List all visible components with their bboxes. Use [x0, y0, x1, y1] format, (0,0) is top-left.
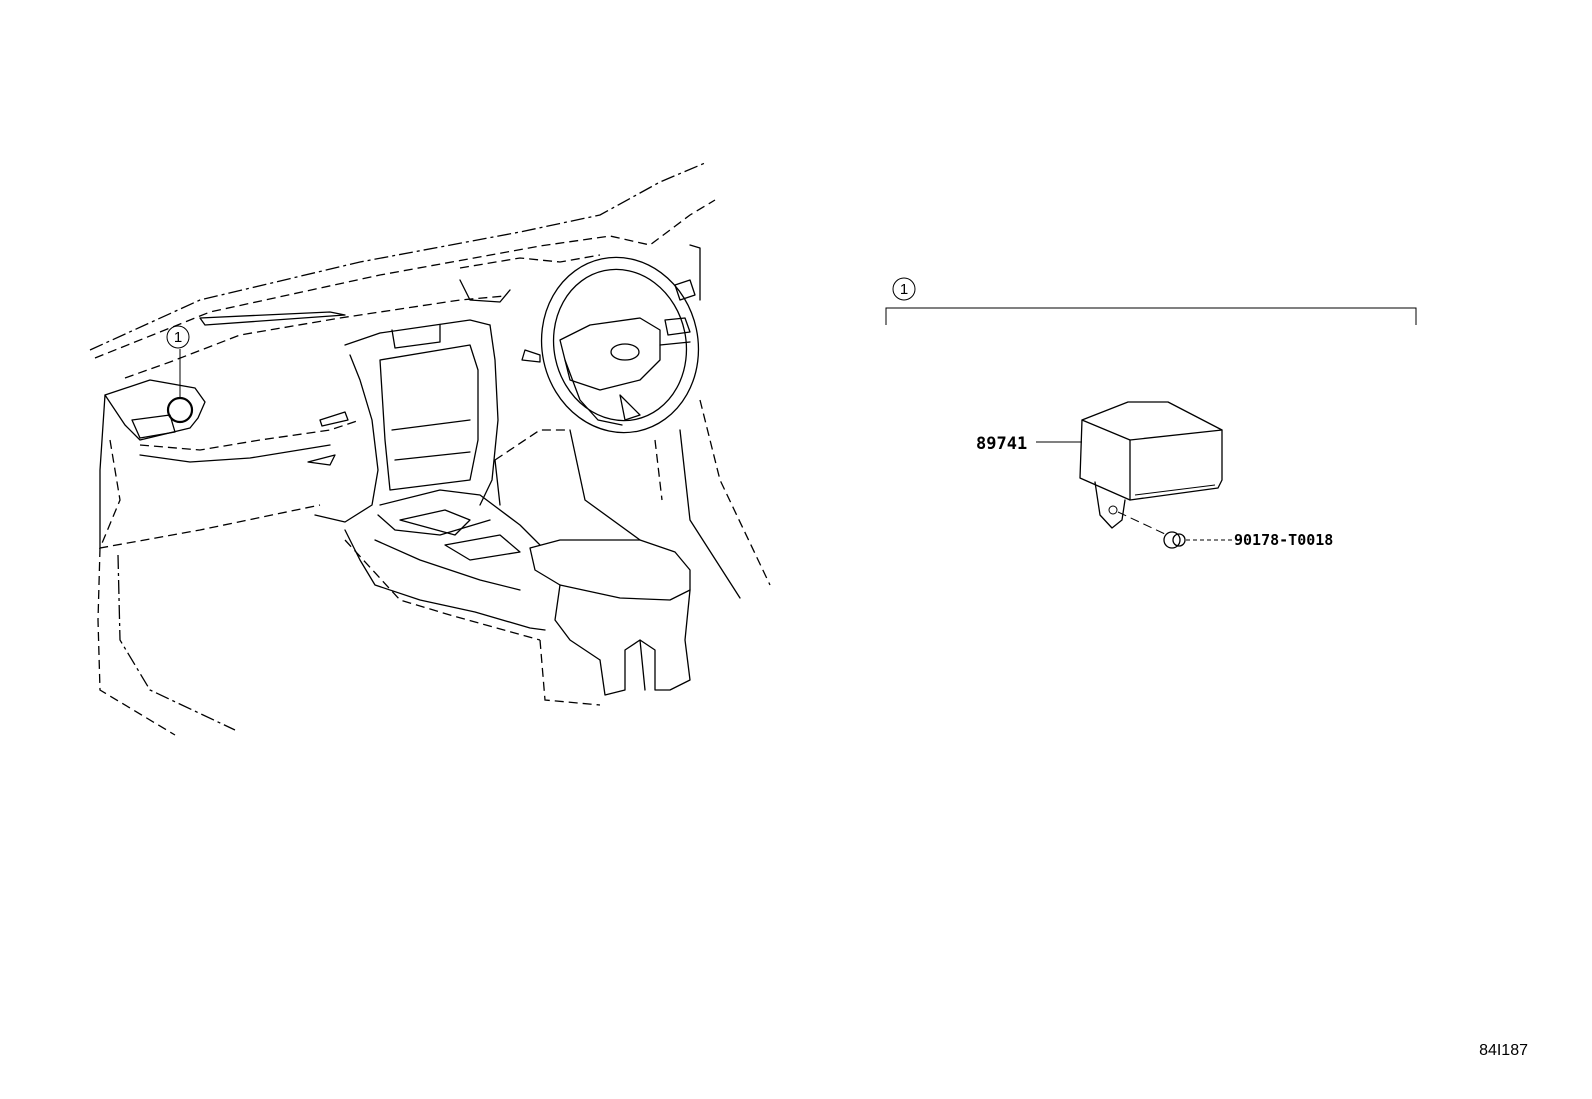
- group-bracket: 1: [885, 277, 1417, 325]
- nut-90178: [1163, 531, 1186, 549]
- figure-id: 84I187: [1479, 1042, 1528, 1059]
- dashboard-illustration: 1: [89, 162, 771, 736]
- group-ref: 1: [900, 281, 908, 298]
- fastener-axis-line: [1117, 511, 1166, 535]
- part-number-90178: 90178-T0018: [1234, 531, 1333, 549]
- module-box-89741: [1079, 401, 1223, 529]
- part-number-89741: 89741: [976, 434, 1027, 454]
- dashboard-callout-ref: 1: [174, 329, 182, 346]
